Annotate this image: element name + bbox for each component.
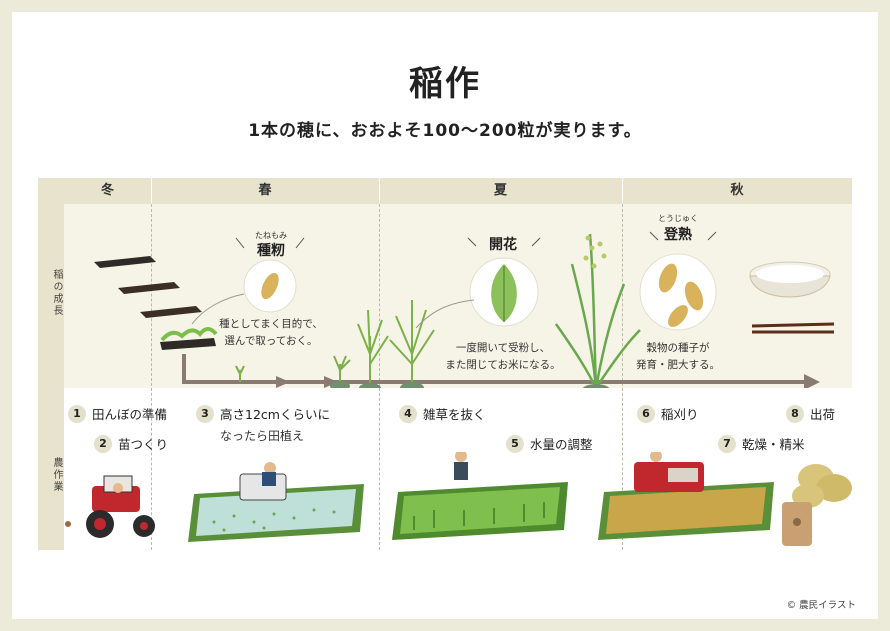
growth-row-band	[64, 204, 852, 388]
ripen-caption-1: 穀物の種子が	[646, 342, 710, 354]
young-rice-plant-icon	[235, 300, 435, 386]
step-3-line-2: なったら田植え	[220, 429, 305, 443]
season-separator	[379, 178, 380, 204]
paddy-field-planting-icon	[188, 462, 364, 542]
seedling-tray-icon	[94, 256, 218, 350]
row-label-growth: 稲の成長	[51, 269, 62, 317]
row-label-work: 農作業	[51, 457, 62, 493]
flower-label: 開花	[489, 237, 517, 253]
paddy-field-harvest-icon	[598, 452, 774, 540]
flower-caption-1: 一度開いて受粉し、	[455, 342, 551, 354]
page-title: 稲作	[409, 64, 481, 104]
rice-sack-icon	[782, 502, 812, 546]
seed-caption-1: 種としてまく目的で、	[219, 318, 323, 330]
season-autumn: 秋	[730, 183, 744, 198]
page-subtitle: 1本の穂に、おおよそ100〜200粒が実ります。	[248, 121, 642, 141]
grain-circle	[639, 253, 717, 331]
rice-bowl-icon	[749, 261, 831, 298]
farm-work-illustrations	[65, 452, 852, 546]
season-summer: 夏	[493, 183, 507, 198]
season-header-band	[64, 178, 852, 204]
seed-ruby: たねもみ	[255, 231, 287, 240]
season-spring: 春	[258, 183, 272, 198]
growth-illustrations	[94, 231, 835, 388]
seed-label: 種籾	[257, 243, 285, 259]
arrow-head-icon	[804, 374, 820, 388]
paddy-field-weeding-icon	[392, 452, 568, 540]
ripen-caption-2: 発育・肥大する。	[636, 359, 720, 371]
chopsticks-icon	[751, 322, 835, 334]
hay-bales-icon	[792, 464, 852, 508]
ripen-label: 登熟	[664, 227, 692, 243]
season-divider	[379, 204, 380, 550]
seed-caption-2: 選んで取っておく。	[224, 335, 318, 347]
growth-arrow	[182, 354, 302, 384]
tractor-icon	[65, 475, 155, 538]
row-label-column	[38, 178, 64, 550]
ripen-ruby: とうじゅく	[658, 214, 698, 223]
seed-icon	[261, 272, 279, 300]
season-divider	[622, 204, 623, 550]
season-winter: 冬	[100, 183, 114, 198]
grain-icon	[658, 263, 678, 293]
season-separator	[622, 178, 623, 204]
copyright-text: © 農民イラスト	[786, 600, 856, 611]
season-divider	[151, 204, 152, 550]
flower-caption-2: また閉じてお米になる。	[445, 359, 561, 371]
season-separator	[151, 178, 152, 204]
mature-rice-plant-icon	[554, 233, 641, 388]
